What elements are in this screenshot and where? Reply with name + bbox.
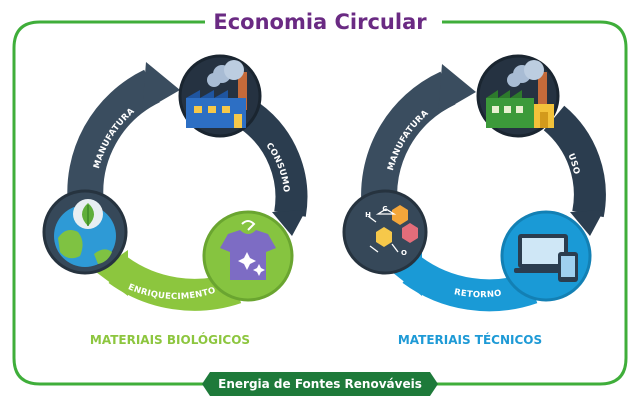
molecule-icon: H C O: [342, 189, 428, 275]
bio-arrowhead-top: [142, 62, 180, 112]
tech-arrowhead-top: [438, 64, 476, 114]
tech-arc-retorno: [402, 256, 538, 312]
biological-cycle: MANUFATURA CONSUMO ENRIQUECIMENTO: [42, 54, 308, 347]
technical-cycle: MANUFATURA USO RETORNO: [342, 54, 606, 347]
page-title: Economia Circular: [213, 10, 427, 34]
earth-leaf-icon: [42, 189, 128, 275]
molecule-o-label: O: [401, 249, 407, 257]
bio-cycle-label: MATERIAIS BIOLÓGICOS: [90, 332, 250, 347]
tech-cycle-label: MATERIAIS TÉCNICOS: [398, 332, 542, 347]
bio-arc-consumo: [240, 103, 308, 217]
factory-icon: [178, 54, 262, 138]
molecule-h-label: H: [365, 211, 371, 219]
factory-icon: [476, 54, 560, 138]
bio-arrowhead-right: [272, 210, 306, 236]
banner-text: Energia de Fontes Renováveis: [218, 377, 422, 391]
devices-icon: [500, 210, 592, 302]
tech-arc-uso: [543, 105, 606, 218]
renewable-energy-banner: Energia de Fontes Renováveis: [202, 372, 438, 396]
outer-frame: [12, 20, 628, 386]
molecule-c-label: C: [382, 205, 387, 213]
bio-arc-manufatura: [67, 69, 161, 207]
bio-arrowhead-left: [96, 250, 128, 296]
tech-arc-label-bottom: RETORNO: [453, 287, 502, 300]
tshirt-icon: [202, 210, 294, 302]
tech-arrowhead-right: [570, 210, 604, 236]
